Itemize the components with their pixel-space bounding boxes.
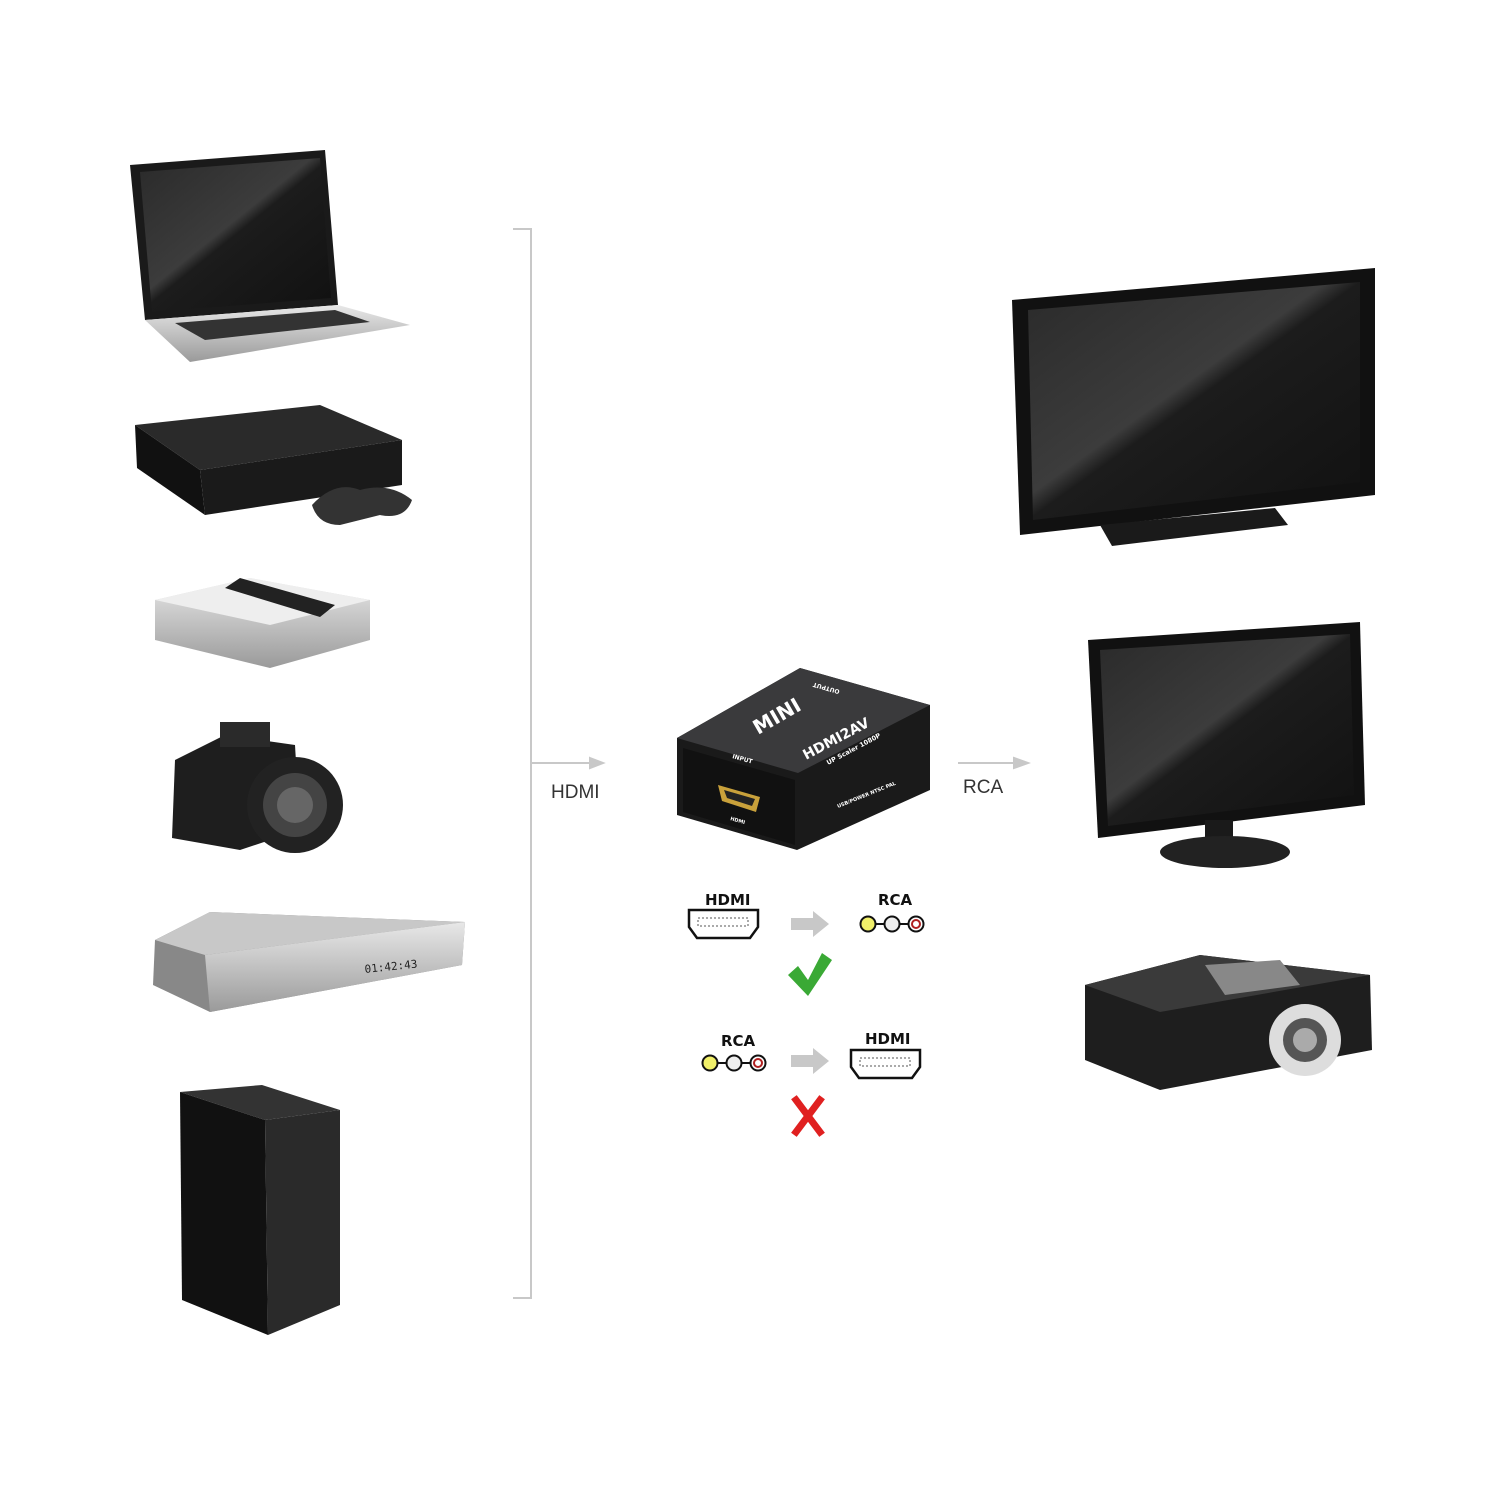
hdmi-label: HDMI (865, 1030, 911, 1048)
blu-ray-display: 01:42:43 (364, 958, 418, 976)
media-box (155, 578, 370, 668)
game-console (135, 405, 412, 525)
tv (1012, 268, 1375, 546)
cross-icon (791, 1095, 825, 1137)
check-icon (788, 953, 832, 996)
input-label: HDMI (551, 782, 600, 803)
compat-row-rca-to-hdmi: RCA HDMI (701, 1030, 922, 1137)
converter-port-label: HDMI (729, 816, 745, 826)
arrow-right-icon (791, 911, 829, 937)
projector (1085, 955, 1372, 1090)
laptop (130, 150, 410, 362)
arrow-right-icon (791, 1048, 829, 1074)
monitor (1088, 622, 1365, 868)
blu-ray-player: 01:42:43 (153, 912, 465, 1012)
hdmi-port-icon (849, 1048, 922, 1080)
desktop-tower (180, 1085, 340, 1335)
source-bracket (513, 228, 606, 1299)
camera (172, 722, 343, 853)
rca-label: RCA (721, 1032, 756, 1050)
rca-label: RCA (878, 891, 913, 909)
hdmi-label: HDMI (705, 891, 751, 909)
compat-row-hdmi-to-rca: HDMI RCA (687, 891, 925, 996)
rca-connector-icon (701, 1054, 767, 1072)
output-label: RCA (963, 777, 1003, 798)
hdmi-port-icon (687, 908, 760, 940)
rca-connector-icon (859, 915, 925, 933)
converter-box: MINI HDMI2AV UP Scaler 1080P INPUT OUTPU… (677, 668, 930, 850)
output-arrow (958, 756, 1031, 770)
